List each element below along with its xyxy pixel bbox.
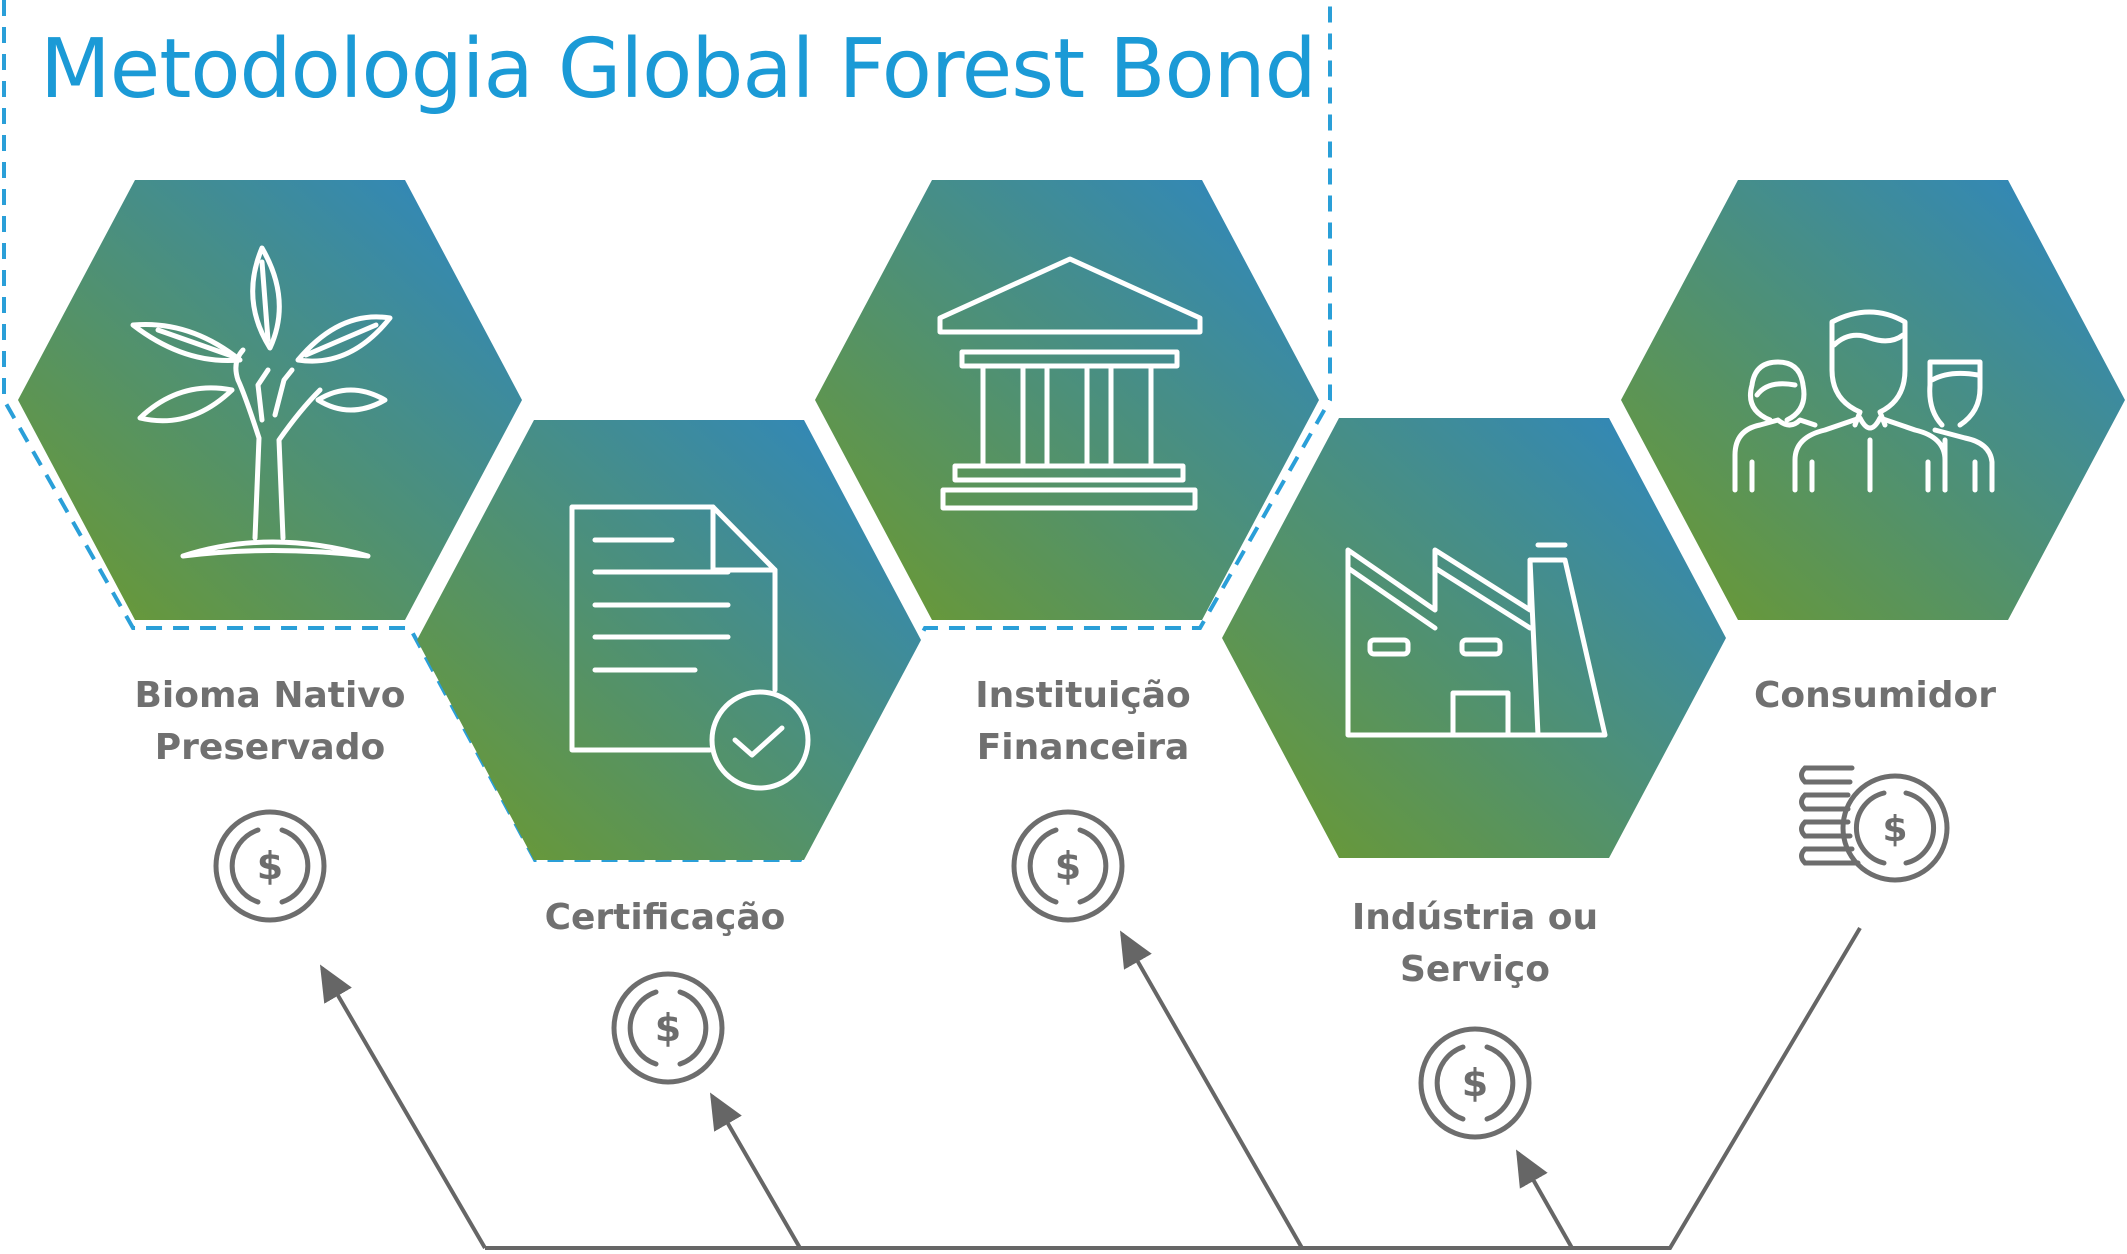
page-title: Metodologia Global Forest Bond [40,22,1317,117]
stage-label-industria: Indústria ou Serviço [1351,897,1599,990]
dollar-coin-icon-industria: $ [1418,1026,1532,1140]
dollar-coin-icon-bioma: $ [213,809,327,923]
stage-label-consumidor: Consumidor [1754,675,1996,716]
flow-arrows [319,926,1862,1250]
svg-text:$: $ [1055,844,1081,888]
svg-text:$: $ [257,844,283,888]
tree-icon [130,245,393,559]
hexagon-certificacao [417,420,921,860]
factory-icon [1345,542,1608,738]
bank-icon [937,256,1203,511]
arrow-to-bioma [319,964,487,1250]
certified-document-icon [569,504,811,791]
arrow-to-instituicao [1120,930,1304,1249]
hexagon-bioma [18,180,522,620]
stage-label-instituicao: Instituição Financeira [975,675,1191,768]
svg-text:$: $ [1882,809,1907,850]
dollar-coin-icon-certificacao: $ [611,971,725,1085]
hexagon-consumidor [1621,180,2125,620]
stage-label-bioma: Bioma Nativo Preservado [134,675,406,768]
svg-text:$: $ [655,1006,681,1050]
arrow-to-industria [1516,1149,1574,1249]
dollar-coin-icon-instituicao: $ [1011,809,1125,923]
coin-stack-icon: $ [1799,765,1950,883]
svg-text:$: $ [1462,1061,1488,1105]
flow-baseline [485,926,1862,1250]
arrow-to-certificacao [709,1092,802,1250]
people-group-icon [1732,309,1995,493]
stage-label-certificacao: Certificação [544,897,786,938]
